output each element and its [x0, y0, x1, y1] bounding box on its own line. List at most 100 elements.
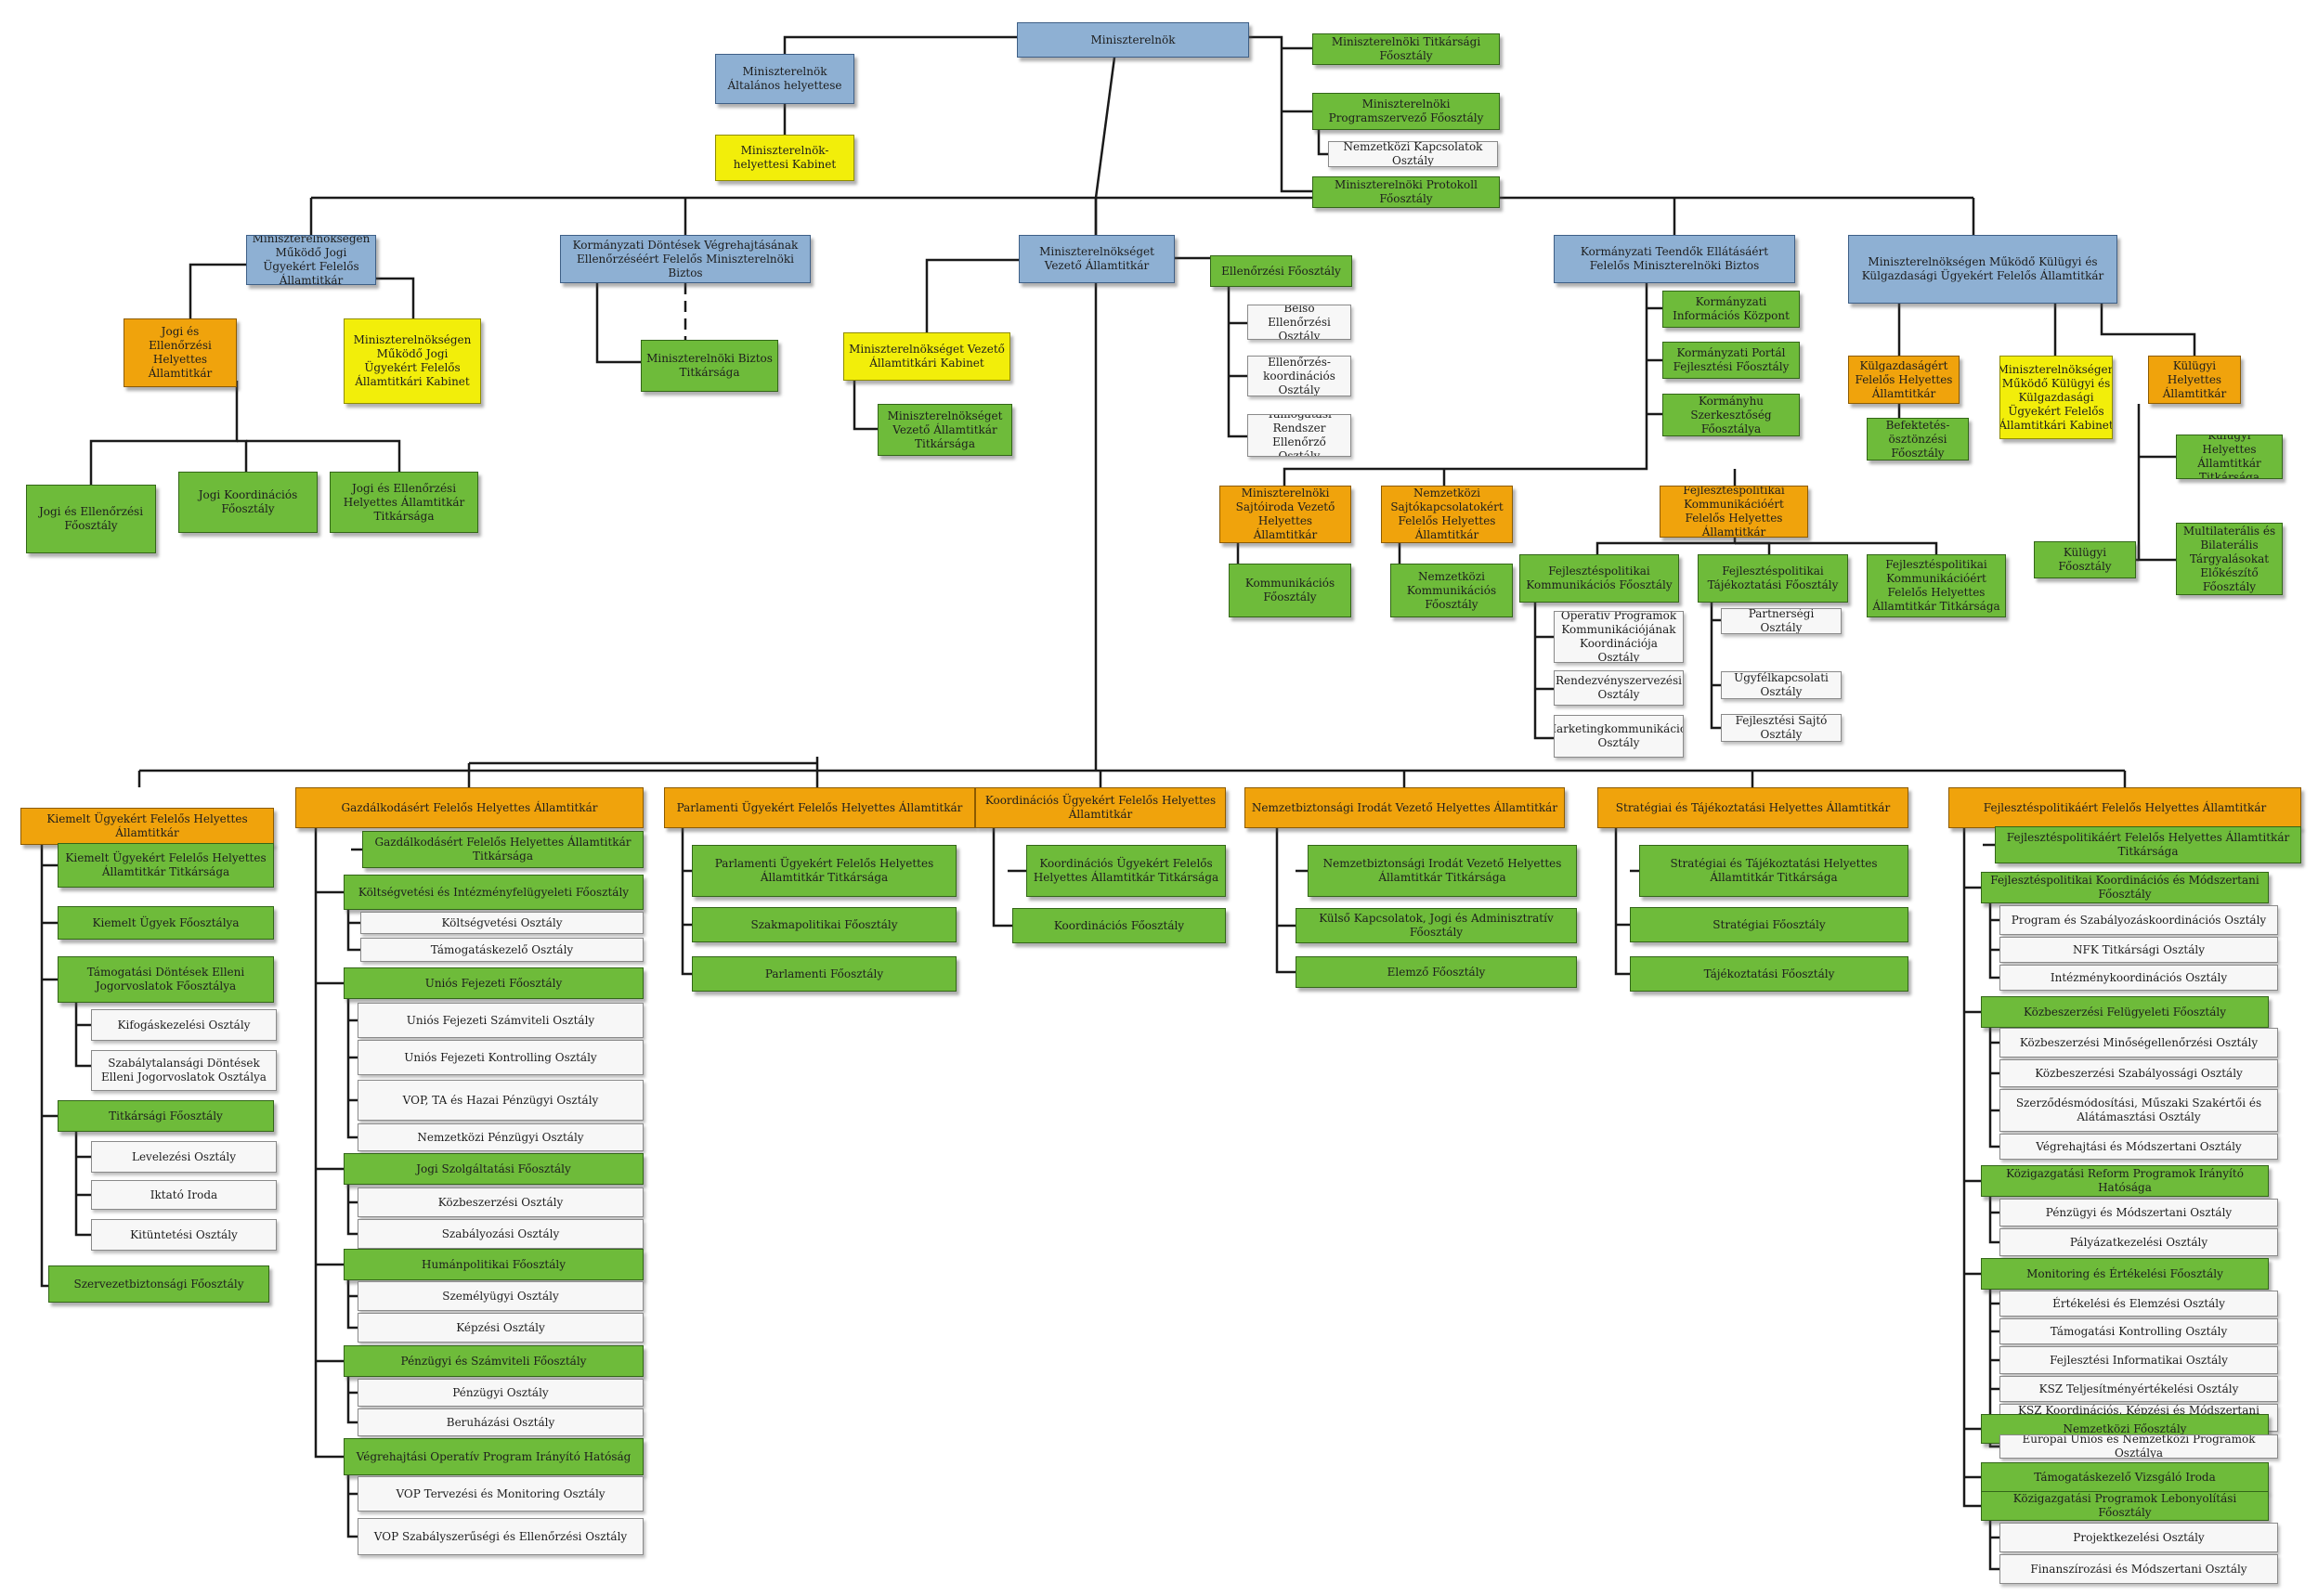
org-unit-c2-c1: Uniós Fejezeti Számviteli Osztály [358, 1003, 644, 1038]
org-unit-c5-c: Elemző Főosztály [1296, 956, 1577, 988]
org-unit-c1-e: Szervezetbiztonsági Főosztály [48, 1265, 269, 1303]
org-unit-c7-e3: Fejlesztési Informatikai Osztály [1999, 1346, 2278, 1374]
connector-78 [346, 910, 360, 952]
org-unit-b3-e3: Támogatási Rendszer Ellenőrző Osztály [1247, 414, 1351, 457]
org-unit-c7-h1: Projektkezelési Osztály [1999, 1523, 2278, 1552]
connector-21 [925, 258, 1019, 332]
org-unit-c2-f1: Pénzügyi Osztály [358, 1379, 644, 1407]
org-unit-c4: Koordinációs Ügyekért Felelős Helyettes … [975, 787, 1226, 828]
org-unit-o1: Miniszterelnöki Sajtóiroda Vezető Helyet… [1219, 486, 1351, 543]
org-unit-c7: Fejlesztéspolitikáért Felelős Helyettes … [1948, 787, 2301, 828]
org-unit-c1: Kiemelt Ügyekért Felelős Helyettes Állam… [20, 808, 274, 845]
org-unit-b1-g1: Jogi és Ellenőrzési Főosztály [26, 485, 156, 553]
org-unit-c7-d1: Pénzügyi és Módszertani Osztály [1999, 1199, 2278, 1226]
org-unit-c6-c: Tájékoztatási Főosztály [1630, 956, 1908, 992]
org-unit-o1-g: Kommunikációs Főosztály [1229, 564, 1351, 617]
org-unit-b5-g3: Külügyi Főosztály [2034, 541, 2136, 578]
org-unit-o3-w6: Fejlesztési Sajtó Osztály [1721, 714, 1842, 742]
connector-95 [992, 828, 1012, 928]
org-unit-b5: Miniszterelnökségen Működő Külügyi és Kü… [1848, 235, 2117, 304]
org-unit-c7-e1: Értékelési és Elemzési Osztály [1999, 1291, 2278, 1317]
org-unit-n-prog: Miniszterelnöki Programszervező Főosztál… [1312, 93, 1500, 130]
connector-71 [314, 828, 344, 1459]
connector-86 [346, 1280, 358, 1330]
org-unit-c2-d: Jogi Szolgáltatási Főosztály [344, 1153, 644, 1185]
org-unit-o3-g2: Fejlesztéspolitikai Tájékoztatási Főoszt… [1698, 554, 1848, 603]
org-unit-b2-g: Miniszterelnöki Biztos Titkársága [641, 340, 778, 392]
org-unit-b1-g2: Jogi Koordinációs Főosztály [178, 472, 318, 533]
org-unit-c1-d1: Levelezési Osztály [91, 1141, 277, 1173]
org-unit-b3: Miniszterelnökséget Vezető Államtitkár [1019, 235, 1175, 283]
connector-120 [1988, 1290, 1999, 1420]
connector-20 [595, 283, 641, 364]
org-unit-c7-c4: Végrehajtási és Módszertani Osztály [1999, 1134, 2278, 1160]
org-unit-c2-e1: Személyügyi Osztály [358, 1281, 644, 1311]
org-unit-c4-b: Koordinációs Főosztály [1012, 908, 1226, 943]
connector-90 [346, 1475, 358, 1538]
connector-22 [853, 381, 878, 431]
connector-27 [1283, 283, 1648, 486]
org-unit-o3-w5: Ügyfélkapcsolati Osztály [1721, 671, 1842, 699]
org-unit-c2-e2: Képzési Osztály [358, 1313, 644, 1343]
connector-61 [40, 845, 48, 1288]
org-unit-c3-a: Parlamenti Ügyekért Felelős Helyettes Ál… [692, 845, 957, 897]
connector-36 [1735, 541, 1771, 554]
org-unit-c1-d3: Kitüntetési Osztály [91, 1219, 277, 1251]
connector-3 [1249, 35, 1312, 193]
connector-80 [346, 999, 358, 1139]
org-unit-c6-a: Stratégiai és Tájékoztatási Helyettes Ál… [1639, 845, 1908, 897]
connector-17 [89, 381, 239, 485]
org-unit-c7-c1: Közbeszerzési Minőségellenőrzési Osztály [1999, 1028, 2278, 1058]
org-unit-c1-b: Kiemelt Ügyek Főosztálya [58, 906, 274, 940]
connector-103 [1962, 828, 1981, 1508]
connector-37 [1735, 541, 1938, 554]
connector-38 [1533, 603, 1554, 740]
org-unit-b5-o2: Külügyi Helyettes Államtitkár [2148, 356, 2241, 404]
org-unit-c2-f: Pénzügyi és Számviteli Főosztály [344, 1345, 644, 1377]
connector-7 [1094, 57, 1116, 199]
org-unit-c2-b: Költségvetési és Intézményfelügyeleti Fő… [344, 875, 644, 910]
org-unit-b5-y: Miniszterelnökségen Működő Külügyi és Kü… [1999, 356, 2113, 439]
org-unit-b4-g1: Kormányzati Információs Központ [1662, 291, 1800, 328]
org-unit-c1-c1: Kifogáskezelési Osztály [91, 1009, 277, 1041]
org-unit-c7-c2: Közbeszerzési Szabályossági Osztály [1999, 1059, 2278, 1087]
org-unit-c5: Nemzetbiztonsági Irodát Vezető Helyettes… [1244, 787, 1565, 828]
org-unit-c7-h: Közigazgatási Programok Lebonyolítási Fő… [1981, 1491, 2269, 1521]
connector-118 [1988, 1197, 1999, 1244]
connector-46 [2100, 304, 2196, 356]
connector-92 [681, 828, 692, 976]
connector-1 [783, 35, 1017, 54]
org-unit-n-alt: Miniszterelnök Általános helyettese [715, 54, 854, 104]
org-unit-n-nemz: Nemzetközi Kapcsolatok Osztály [1328, 141, 1498, 167]
org-unit-b5-g1: Befektetés-ösztönzési Főosztály [1867, 418, 1969, 461]
org-unit-c4-a: Koordinációs Ügyekért Felelős Helyettes … [1026, 845, 1226, 897]
org-unit-o2-g: Nemzetközi Kommunikációs Főosztály [1390, 564, 1513, 617]
connector-100 [1614, 828, 1630, 976]
org-unit-o3-w1: Operatív Programok Kommunikációjának Koo… [1554, 611, 1684, 663]
org-unit-b5-g4: Multilaterális és Bilaterális Tárgyaláso… [2176, 523, 2283, 595]
org-unit-b2: Kormányzati Döntések Végrehajtásának Ell… [560, 235, 811, 283]
org-unit-c7-e4: KSZ Teljesítményértékelési Osztály [1999, 1376, 2278, 1402]
org-unit-c7-b2: NFK Titkársági Osztály [1999, 937, 2278, 963]
connector-68 [74, 1132, 91, 1237]
org-unit-c6-b: Stratégiai Főosztály [1630, 907, 1908, 942]
org-unit-c7-c: Közbeszerzési Felügyeleti Főosztály [1981, 996, 2269, 1028]
org-unit-o3-w3: Marketingkommunikációs Osztály [1554, 715, 1684, 758]
connector-35 [1595, 538, 1737, 554]
org-unit-c2-c3: VOP, TA és Hazai Pénzügyi Osztály [358, 1080, 644, 1121]
org-unit-b1: Miniszterelnökségen Működő Jogi Ügyekért… [246, 235, 376, 285]
org-unit-c7-d: Közigazgatási Reform Programok Irányító … [1981, 1165, 2269, 1197]
org-unit-c2-g2: VOP Szabályszerűségi és Ellenőrzési Oszt… [358, 1518, 644, 1555]
org-unit-o3-g1: Fejlesztéspolitikai Kommunikációs Főoszt… [1519, 554, 1679, 603]
org-unit-c2: Gazdálkodásért Felelős Helyettes Államti… [295, 787, 644, 828]
org-unit-c3-b: Szakmapolitikai Főosztály [692, 907, 957, 942]
org-unit-c1-d: Titkársági Főosztály [58, 1100, 274, 1132]
org-unit-c6: Stratégiai és Tájékoztatási Helyettes Ál… [1597, 787, 1908, 828]
org-unit-c2-c4: Nemzetközi Pénzügyi Osztály [358, 1123, 644, 1151]
org-unit-c2-b1: Költségvetési Osztály [360, 912, 644, 934]
org-unit-c7-b1: Program és Szabályozáskoordinációs Osztá… [1999, 905, 2278, 935]
org-unit-b3-g: Miniszterelnökséget Vezető Államtitkár T… [878, 404, 1012, 456]
org-unit-c1-c2: Szabálytalansági Döntések Elleni Jogorvo… [91, 1050, 277, 1091]
org-unit-c2-d2: Szabályozási Osztály [358, 1219, 644, 1249]
org-unit-b3-e2: Ellenőrzés-koordinációs Osztály [1247, 356, 1351, 396]
